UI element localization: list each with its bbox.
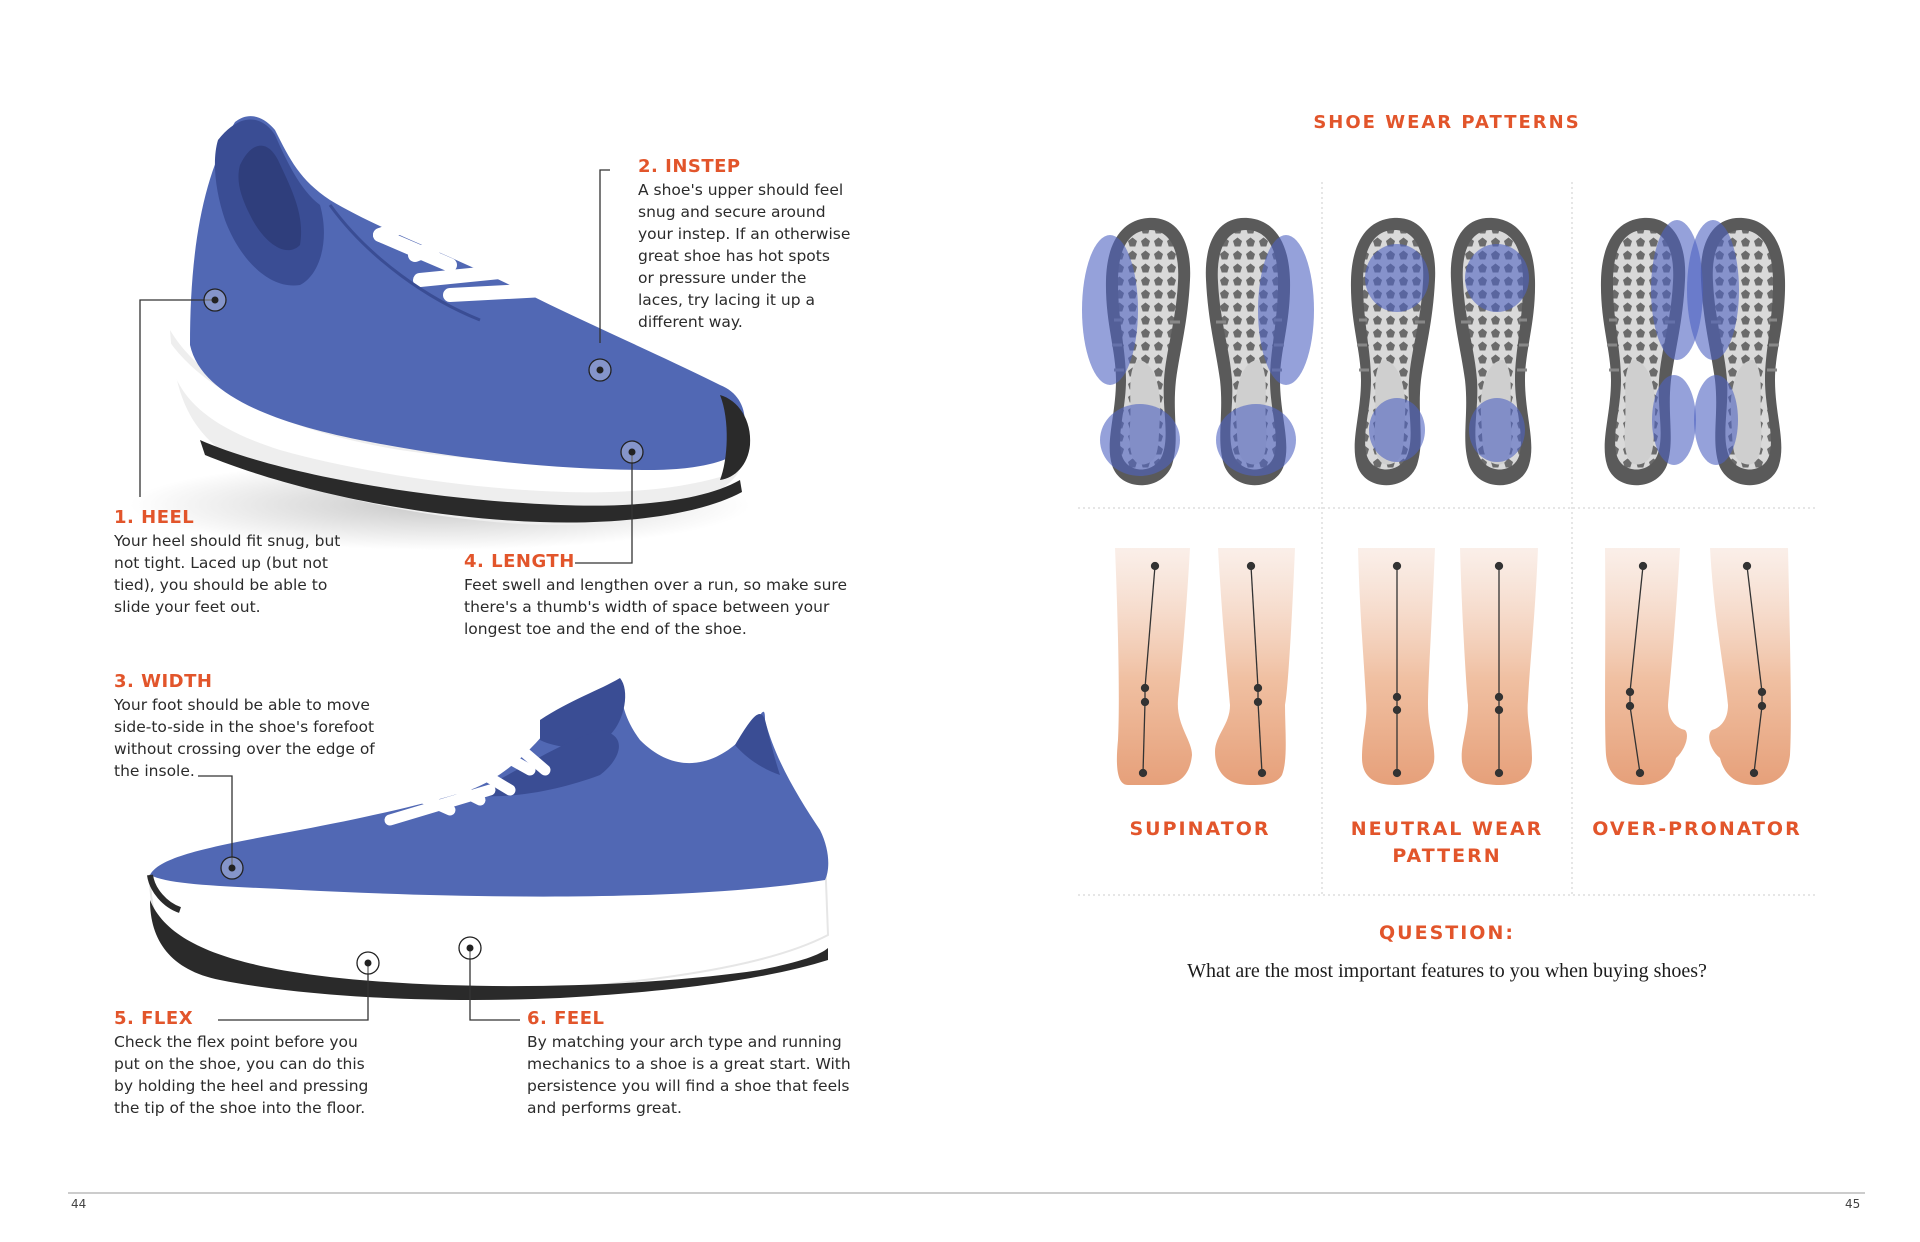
instep-heading: 2. INSTEP: [638, 156, 741, 177]
page-number-left: 44: [71, 1197, 87, 1211]
page-number-right: 45: [1845, 1197, 1861, 1211]
callout-lines: [139, 169, 633, 1021]
legs-neutral: [1358, 548, 1538, 785]
flex-heading: 5. FLEX: [114, 1008, 194, 1029]
question-title: QUESTION:: [1379, 922, 1515, 944]
callout-markers: [203, 288, 644, 975]
heel-heading: 1. HEEL: [114, 507, 195, 528]
sole-over-pronator: [1599, 216, 1785, 487]
sole-neutral: [1349, 216, 1535, 487]
heel-text: Your heel should fit snug, but not tight…: [114, 532, 341, 616]
feel-heading: 6. FEEL: [527, 1008, 605, 1029]
legs-supinator: [1115, 548, 1295, 785]
flex-text: Check the flex point before you put on t…: [114, 1033, 369, 1117]
width-text: Your foot should be able to move side-to…: [114, 696, 375, 780]
length-heading: 4. LENGTH: [464, 551, 575, 572]
legs-over-pronator: [1605, 548, 1791, 785]
wear-patterns-title: SHOE WEAR PATTERNS: [1313, 112, 1581, 133]
neutral-label: NEUTRAL WEAR PATTERN: [1350, 818, 1544, 867]
width-heading: 3. WIDTH: [114, 671, 213, 692]
instep-text: A shoe's upper should feel snug and secu…: [638, 181, 851, 331]
over-pronator-label: OVER-PRONATOR: [1592, 818, 1802, 840]
shoe-side-illustration: [147, 678, 830, 1000]
feel-text: By matching your arch type and running m…: [527, 1033, 851, 1117]
supinator-label: SUPINATOR: [1129, 818, 1271, 840]
length-text: Feet swell and lengthen over a run, so m…: [464, 576, 847, 638]
sole-supinator: [1082, 216, 1314, 487]
shoe-top-illustration: [130, 116, 751, 550]
grid-dividers: [1078, 182, 1818, 896]
question-text: What are the most important features to …: [1187, 960, 1707, 982]
